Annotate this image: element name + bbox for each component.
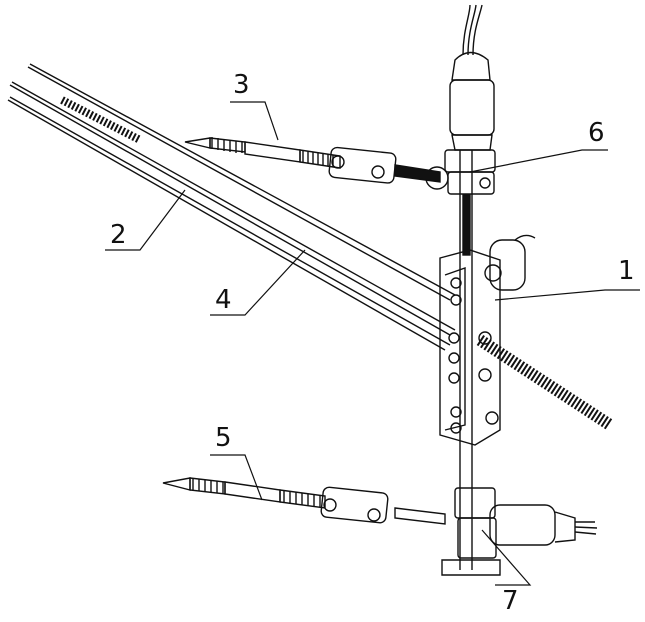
upper-bone-screw — [185, 137, 440, 184]
side-cable — [515, 235, 535, 240]
vertical-rod — [460, 150, 472, 570]
label-5: 5 — [215, 425, 232, 451]
label-2: 2 — [110, 222, 127, 248]
lower-bone-screw — [163, 478, 445, 524]
top-cable — [463, 5, 482, 55]
label-3: 3 — [233, 72, 250, 98]
label-1: 1 — [618, 258, 635, 284]
label-4: 4 — [215, 287, 232, 313]
label-6: 6 — [588, 120, 605, 146]
top-sensor-cylinder — [450, 53, 494, 151]
lower-clamp — [442, 488, 597, 575]
label-7: 7 — [502, 588, 519, 614]
central-plate — [440, 240, 525, 445]
